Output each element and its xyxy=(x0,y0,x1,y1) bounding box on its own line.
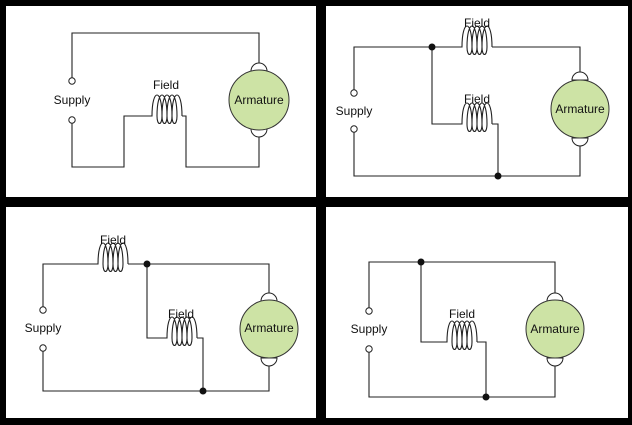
junction-top xyxy=(417,258,425,266)
field-label-lower: Field xyxy=(168,307,194,321)
armature-label: Armature xyxy=(234,93,284,107)
wire-branch xyxy=(431,47,460,125)
armature xyxy=(550,79,610,139)
wire-bottom xyxy=(353,130,581,177)
supply-terminal-bottom xyxy=(365,345,373,353)
supply-terminal-bottom xyxy=(350,125,358,133)
armature-label: Armature xyxy=(530,322,580,336)
junction-bottom xyxy=(494,172,502,180)
field-label: Field xyxy=(449,307,475,321)
series-circuit: Supply Field Armature xyxy=(54,32,290,168)
armature xyxy=(239,299,299,359)
wire-field-return xyxy=(477,341,487,397)
supply-label: Supply xyxy=(336,104,373,118)
supply-terminal-top xyxy=(68,77,76,85)
field-label: Field xyxy=(153,78,179,92)
supply-label: Supply xyxy=(25,321,62,335)
supply-terminal-top xyxy=(365,307,373,315)
brush-top xyxy=(260,292,278,302)
armature xyxy=(525,299,585,359)
supply-terminal-top xyxy=(350,89,358,97)
wire-top xyxy=(71,32,260,78)
supply-terminal-top xyxy=(39,306,47,314)
supply-label: Supply xyxy=(351,322,388,336)
wire-bottom xyxy=(42,350,270,392)
brush-top xyxy=(546,292,564,302)
wire-top-right xyxy=(128,263,270,296)
wire-top-right xyxy=(492,46,581,75)
wire-field-return xyxy=(492,123,499,176)
wire-top-left xyxy=(42,263,96,308)
field-label-top: Field xyxy=(100,233,126,247)
junction-top xyxy=(143,260,151,268)
wire-bottom-right xyxy=(182,115,260,168)
wire-branch xyxy=(146,264,165,339)
brush-bottom xyxy=(546,357,564,367)
armature xyxy=(228,69,290,131)
junction-bottom xyxy=(199,387,207,395)
wire-field-return xyxy=(197,337,204,391)
compound-alt-circuit: Supply Field Field Armature xyxy=(25,233,299,395)
supply-terminal-bottom xyxy=(39,344,47,352)
wire-top-left xyxy=(353,46,460,91)
shunt-circuit: Supply Field Armature xyxy=(351,258,585,401)
wire-branch xyxy=(420,262,445,343)
brush-top xyxy=(250,62,268,72)
armature-label: Armature xyxy=(555,102,605,116)
supply-label: Supply xyxy=(54,93,91,107)
wire-bottom-left xyxy=(71,115,150,168)
compound-circuit: Supply Field Field Armature xyxy=(336,16,610,180)
wire-bottom xyxy=(368,351,556,398)
brush-bottom xyxy=(571,137,589,147)
field-label-lower: Field xyxy=(464,92,490,106)
brush-bottom xyxy=(250,128,268,138)
armature-label: Armature xyxy=(244,321,294,335)
brush-top xyxy=(571,71,589,81)
junction-bottom xyxy=(482,393,490,401)
wire-top xyxy=(368,261,556,309)
junction-top xyxy=(428,43,436,51)
brush-bottom xyxy=(260,357,278,367)
field-label-top: Field xyxy=(464,16,490,30)
supply-terminal-bottom xyxy=(68,116,76,124)
